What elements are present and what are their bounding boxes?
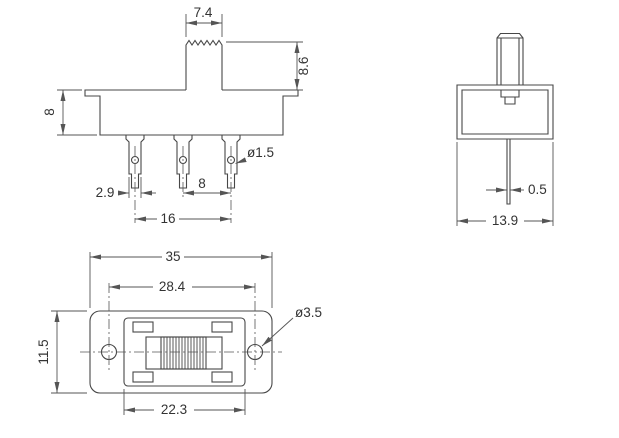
dim-pin-width: 2.9 [96,177,156,200]
extension-lines [226,41,303,91]
dim-label-overall-width: 11.5 [36,339,51,364]
dim-overall-length: 35 [89,249,273,308]
dim-label-pin-width: 2.9 [96,185,115,200]
dim-label-body-depth: 13.9 [492,213,518,228]
dim-label-body-height: 8 [42,108,57,116]
leader-line [261,317,294,347]
dim-label-overall-length: 35 [165,249,180,264]
dim-label-pin-pitch: 8 [198,176,206,191]
corner-slot-top-right [211,321,233,333]
pin-hole [130,155,140,165]
dim-window-length: 22.3 [123,389,246,417]
dim-body-depth: 13.9 [456,142,554,228]
dim-label-window-length: 22.3 [161,402,187,417]
extension-lines [185,14,223,37]
slider-window [145,336,223,370]
dim-overall-width: 11.5 [36,310,87,394]
callout-pin-hole: ø1.5 [235,145,274,164]
pin-centerlines [134,146,232,223]
slider-knob-serrations [163,337,204,369]
front-pin-3 [221,135,241,189]
side-body-outer [456,84,554,140]
side-pin [506,139,511,205]
dim-label-knob-width: 7.4 [194,5,213,20]
pin-outline [173,135,193,189]
pin-hole [226,155,236,165]
dim-knob-height: 8.6 [226,41,311,91]
dim-pin-pitch: 8 [183,176,231,196]
slider-knob [160,336,207,370]
dim-label-pin-span: 16 [160,211,175,226]
dim-label-knob-height: 8.6 [296,57,311,76]
corner-slot-top-left [132,321,154,333]
side-contact-detail [500,90,520,105]
label-pin-hole-diameter: ø1.5 [247,145,274,160]
leader-line [235,157,247,164]
dim-knob-width: 7.4 [185,5,223,37]
dim-pin-thickness: 0.5 [486,182,547,197]
pin-outline [221,135,241,189]
front-body [84,89,299,136]
side-knob [496,32,524,85]
dim-pin-span: 16 [135,211,231,226]
dim-label-hole-spacing: 28.4 [159,279,186,294]
front-knob [185,39,223,90]
side-view: 0.5 13.9 [456,32,554,228]
pin-hole [178,155,188,165]
dim-label-pin-thickness: 0.5 [528,182,547,197]
callout-mounting-hole: ø3.5 [261,305,322,347]
corner-slot-bottom-left [132,371,154,383]
dim-body-height: 8 [42,89,97,136]
dim-hole-spacing: 28.4 [109,279,255,294]
hole-centerlines [108,283,256,370]
corner-slot-bottom-right [211,371,233,383]
extension-lines [89,252,273,308]
extension-lines [456,142,554,226]
front-view: 7.4 8.6 8 2.9 8 16 [42,5,311,226]
front-pin-2 [173,135,193,189]
label-mounting-hole-diameter: ø3.5 [295,305,322,320]
top-view: 35 28.4 11.5 22.3 ø3.5 [36,249,322,417]
